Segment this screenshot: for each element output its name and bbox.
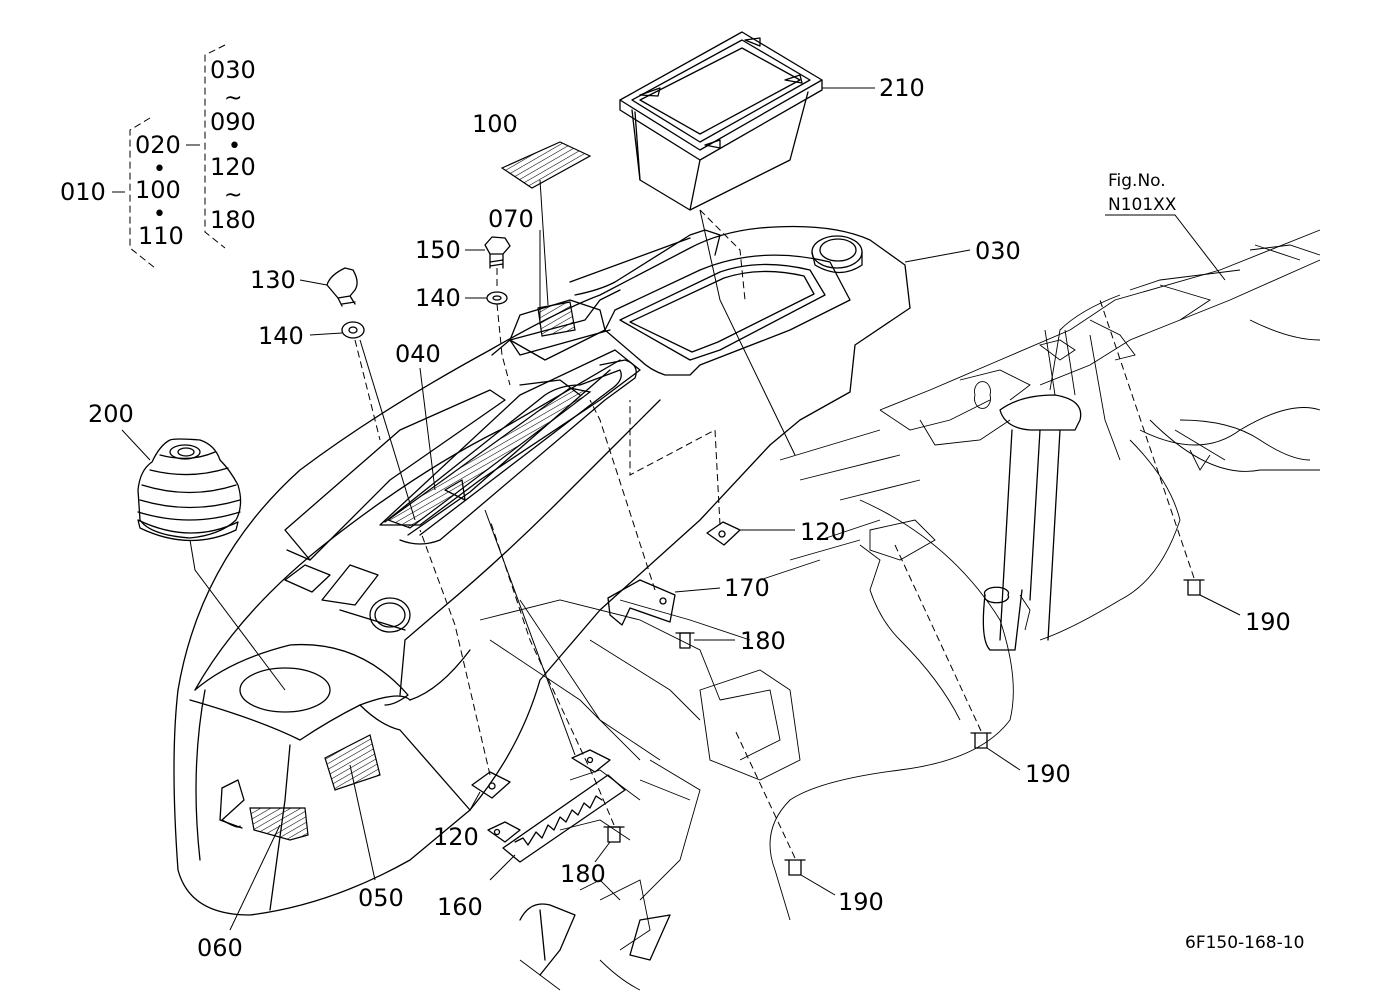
callout-190-right: 190	[1245, 608, 1291, 636]
callout-030-group: 030	[210, 56, 256, 84]
callout-150: 150	[415, 236, 461, 264]
console-cover	[173, 225, 911, 916]
callout-labels: 010 020 • 100 • 110 030 ~ 090 • 120 ~ 18…	[60, 56, 1304, 962]
callout-070: 070	[488, 205, 534, 233]
callout-180-upper: 180	[740, 627, 786, 655]
gear-plate	[487, 749, 626, 863]
leader-lines	[112, 44, 1241, 931]
callout-140-left: 140	[258, 322, 304, 350]
callout-120-upper: 120	[800, 518, 846, 546]
storage-box	[619, 31, 823, 211]
figure-number: N101XX	[1108, 195, 1177, 215]
callout-200: 200	[88, 400, 134, 428]
callout-090: 090	[210, 108, 256, 136]
figure-label: Fig.No.	[1108, 171, 1166, 191]
callout-120-lower: 120	[433, 823, 479, 851]
dot-symbol: •	[228, 134, 241, 159]
callout-040: 040	[395, 340, 441, 368]
callout-180-lower: 180	[560, 860, 606, 888]
callout-020: 020	[135, 131, 181, 159]
callout-190-middle: 190	[1025, 760, 1071, 788]
callout-010: 010	[60, 178, 106, 206]
decals	[219, 141, 592, 841]
callout-110: 110	[138, 222, 184, 250]
callout-100: 100	[472, 110, 518, 138]
lever-grille	[384, 369, 622, 536]
hardware	[326, 236, 1205, 876]
dot-symbol: •	[153, 202, 166, 227]
lever-boot	[137, 438, 242, 542]
callout-170: 170	[724, 574, 770, 602]
callout-160: 160	[437, 893, 483, 921]
tilde-symbol: ~	[224, 183, 242, 208]
tilde-symbol: ~	[224, 86, 242, 111]
dot-symbol: •	[153, 157, 166, 182]
callout-210: 210	[879, 74, 925, 102]
tractor-frame-background	[479, 229, 1321, 991]
callout-130: 130	[250, 266, 296, 294]
callout-060: 060	[197, 934, 243, 962]
callout-030: 030	[975, 237, 1021, 265]
callout-100-group: 100	[135, 176, 181, 204]
drawing-code: 6F150-168-10	[1185, 933, 1304, 953]
callout-180-group: 180	[210, 206, 256, 234]
callout-140-right: 140	[415, 284, 461, 312]
callout-050: 050	[358, 884, 404, 912]
callout-120-group: 120	[210, 153, 256, 181]
callout-190-lower: 190	[838, 888, 884, 916]
